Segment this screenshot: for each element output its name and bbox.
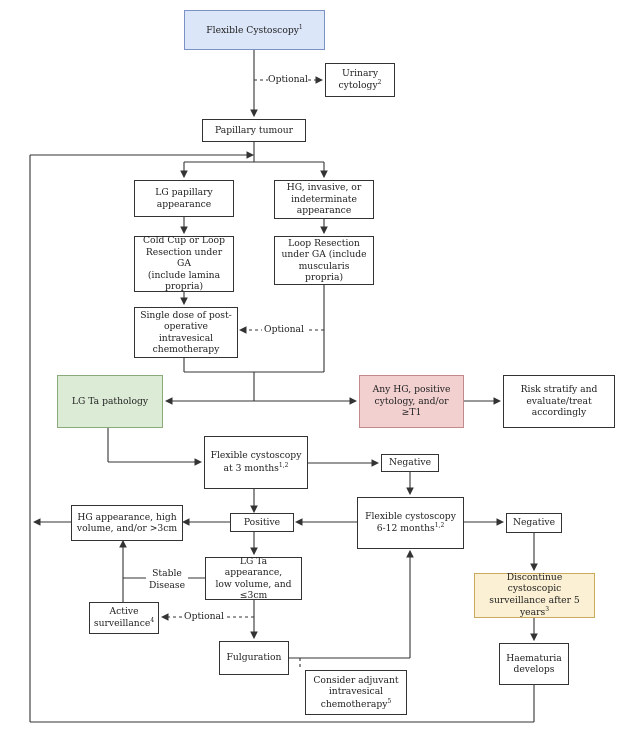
negative-2-text: Negative <box>512 517 556 529</box>
lg-papillary-text: LG papillary appearance <box>155 187 213 210</box>
footnote-marker: 1,2 <box>434 522 445 530</box>
cysto-3m-text: Flexible cystoscopy at 3 months <box>210 450 302 475</box>
single-dose-text: Single dose of post- operative intravesi… <box>140 309 232 356</box>
urinary-cytology-text: Urinary cytology <box>338 67 379 92</box>
optional-label-cytology: Optional <box>268 74 308 86</box>
consider-adjuvant-text: Consider adjuvant intravesical chemother… <box>313 674 399 710</box>
lg-ta-pathology-box: LG Ta pathology <box>57 375 163 428</box>
papillary-tumour-box: Papillary tumour <box>202 119 306 142</box>
risk-stratify-box: Risk stratify and evaluate/treat accordi… <box>503 375 615 428</box>
hg-invasive-box: HG, invasive, or indeterminate appearanc… <box>274 180 374 219</box>
negative-1-box: Negative <box>381 454 439 472</box>
cysto-6-12-text: Flexible cystoscopy 6-12 months <box>365 510 456 535</box>
negative-1-text: Negative <box>388 457 432 469</box>
lg-papillary-box: LG papillary appearance <box>134 180 234 217</box>
positive-text: Positive <box>243 516 281 528</box>
fulguration-text: Fulguration <box>226 652 282 664</box>
cold-cup-text: Cold Cup or Loop Resection under GA (inc… <box>143 235 225 293</box>
optional-label-surveillance: Optional <box>183 611 225 623</box>
lg-ta-appearance-box: LG Ta appearance, low volume, and ≤3cm <box>205 555 302 602</box>
footnote-marker: 1,2 <box>278 461 289 469</box>
active-surveillance-box: Active surveillance4 <box>89 602 159 634</box>
active-surveillance-text: Active surveillance <box>93 605 151 630</box>
cysto-3m-box: Flexible cystoscopy at 3 months1,2 <box>204 436 308 489</box>
footnote-marker: 1 <box>298 23 303 31</box>
cold-cup-box: Cold Cup or Loop Resection under GA (inc… <box>134 235 234 293</box>
papillary-tumour-text: Papillary tumour <box>214 124 294 136</box>
risk-stratify-text: Risk stratify and evaluate/treat accordi… <box>520 384 598 419</box>
flexible-cystoscopy-text: Flexible Cystoscopy <box>206 24 299 36</box>
single-dose-box: Single dose of post- operative intravesi… <box>134 307 238 358</box>
loop-resection-text: Loop Resection under GA (include muscula… <box>281 237 367 284</box>
haematuria-text: Haematuria develops <box>506 652 562 676</box>
flexible-cystoscopy-box: Flexible Cystoscopy1 <box>184 10 325 50</box>
footnote-marker: 2 <box>377 79 382 87</box>
negative-2-box: Negative <box>506 513 562 533</box>
consider-adjuvant-box: Consider adjuvant intravesical chemother… <box>305 670 407 715</box>
lg-ta-appearance-text: LG Ta appearance, low volume, and ≤3cm <box>215 555 292 602</box>
fulguration-box: Fulguration <box>219 641 289 675</box>
stable-disease-label: Stable Disease <box>146 568 188 591</box>
cysto-6-12-box: Flexible cystoscopy 6-12 months1,2 <box>357 497 464 549</box>
positive-box: Positive <box>230 513 294 532</box>
footnote-marker: 5 <box>387 697 392 705</box>
any-hg-box: Any HG, positive cytology, and/or ≥T1 <box>359 375 464 428</box>
urinary-cytology-box: Urinary cytology2 <box>325 63 395 97</box>
hg-invasive-text: HG, invasive, or indeterminate appearanc… <box>286 182 362 217</box>
haematuria-box: Haematuria develops <box>499 643 569 685</box>
footnote-marker: 4 <box>150 617 155 625</box>
hg-appearance-box: HG appearance, high volume, and/or >3cm <box>71 505 183 541</box>
loop-resection-box: Loop Resection under GA (include muscula… <box>274 236 374 285</box>
hg-appearance-text: HG appearance, high volume, and/or >3cm <box>76 511 178 535</box>
footnote-marker: 3 <box>545 606 550 614</box>
discontinue-text: Discontinue cystoscopic surveillance aft… <box>489 571 580 619</box>
discontinue-box: Discontinue cystoscopic surveillance aft… <box>474 571 595 619</box>
optional-label-chemo: Optional <box>262 324 306 336</box>
any-hg-text: Any HG, positive cytology, and/or ≥T1 <box>372 384 451 419</box>
lg-ta-pathology-text: LG Ta pathology <box>71 395 149 407</box>
